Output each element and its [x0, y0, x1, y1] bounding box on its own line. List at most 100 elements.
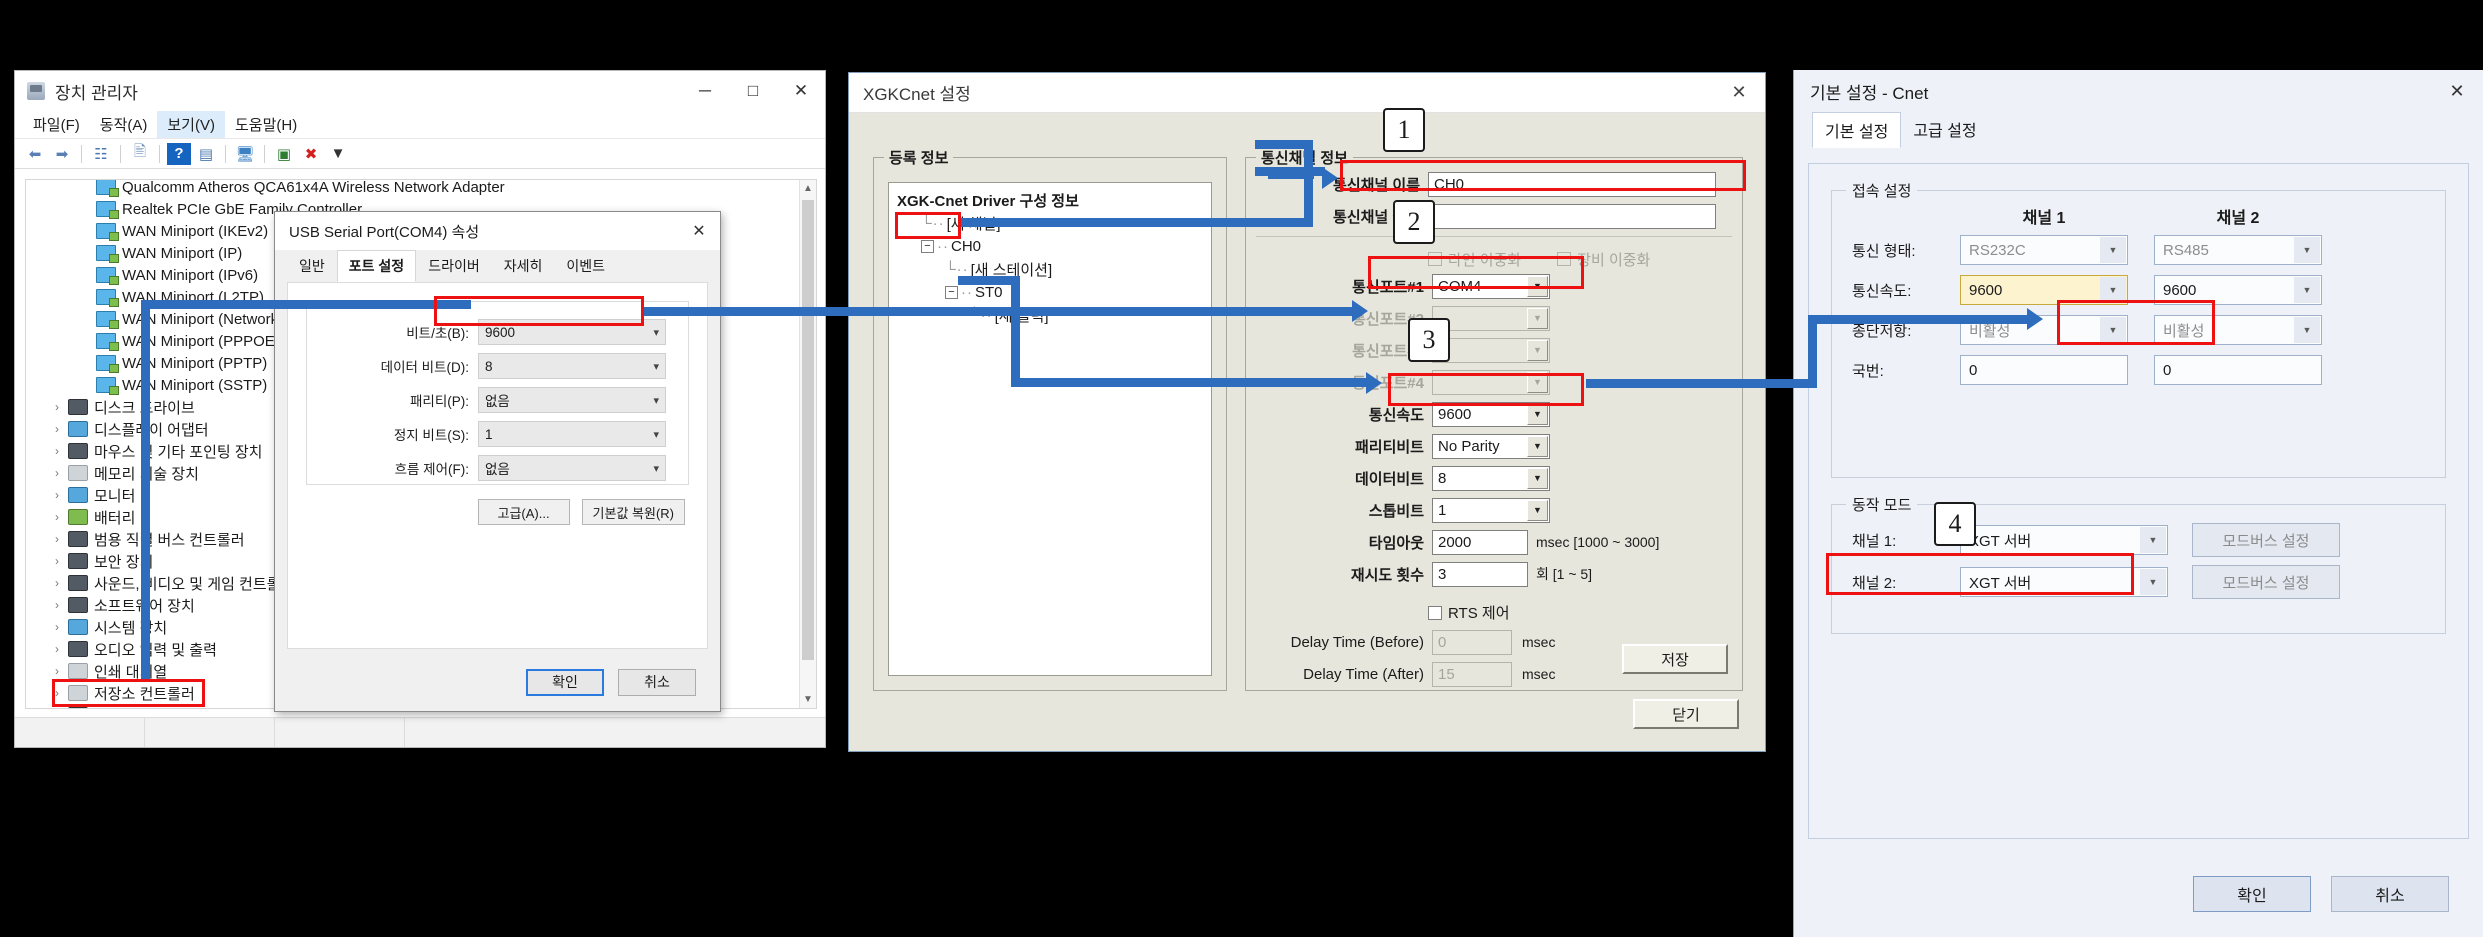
xgk-tree-row[interactable]: −··CH0 [893, 235, 1207, 258]
device-tree-row[interactable]: ›보안 장치 [26, 550, 799, 572]
device-tree-row[interactable]: ›디스플레이 어댑터 [26, 418, 799, 440]
xgk-tree-row[interactable]: └··[새 스테이션] [893, 258, 1207, 281]
save-button[interactable]: 저장 [1622, 644, 1728, 674]
parity-combo[interactable]: 없음 ▾ [478, 387, 666, 413]
xgk-config-tree[interactable]: XGK-Cnet Driver 구성 정보└··[새 채널]−··CH0└··[… [888, 182, 1212, 676]
device-tree-row[interactable]: ›배터리 [26, 506, 799, 528]
tree-twisty-icon[interactable]: › [55, 510, 59, 524]
mode-channel-1-combo[interactable]: XGT 서버 ▼ [1960, 525, 2168, 555]
device-tree-row[interactable]: ›범용 직렬 버스 컨트롤러 [26, 528, 799, 550]
monitor-icon[interactable]: 🖥 [235, 145, 255, 163]
tab-port-settings[interactable]: 포트 설정 [336, 250, 417, 282]
xgkcnet-close-icon[interactable]: ✕ [1731, 82, 1747, 102]
tree-twisty-icon[interactable]: › [55, 422, 59, 436]
line-redundancy-checkbox[interactable]: 라인 이중화 [1428, 249, 1521, 270]
restore-defaults-button[interactable]: 기본값 복원(R) [581, 499, 685, 525]
comm-speed-ch1-combo[interactable]: 9600 ▼ [1960, 275, 2128, 305]
device-tree-row[interactable]: ›카메라 [26, 704, 799, 709]
tab-advanced-settings[interactable]: 고급 설정 [1913, 123, 1977, 140]
stop-bits-combo[interactable]: 1 ▾ [478, 421, 666, 447]
device-tree-row[interactable]: ›저장소 컨트롤러 [26, 682, 799, 704]
device-tree-row[interactable]: WAN Miniport (PPTP) [26, 352, 799, 374]
tree-collapse-icon[interactable]: − [921, 240, 934, 253]
device-tree-row[interactable]: Qualcomm Atheros QCA61x4A Wireless Netwo… [26, 180, 799, 198]
tree-twisty-icon[interactable]: › [55, 664, 59, 678]
uninstall-device-icon[interactable]: ✖ [304, 145, 318, 163]
tab-basic-settings[interactable]: 기본 설정 [1812, 112, 1902, 148]
flow-control-combo[interactable]: 없음 ▾ [478, 455, 666, 481]
modbus-settings-1-button[interactable]: 모드버스 설정 [2192, 523, 2340, 557]
device-tree-row[interactable]: WAN Miniport (IKEv2) [26, 220, 799, 242]
device-tree-row[interactable]: ›마우스 및 기타 포인팅 장치 [26, 440, 799, 462]
device-tree-row[interactable]: WAN Miniport (IPv6) [26, 264, 799, 286]
update-driver-icon[interactable]: ▣ [276, 145, 292, 163]
cnet-cancel-button[interactable]: 취소 [2331, 876, 2449, 912]
tab-events[interactable]: 이벤트 [566, 258, 605, 274]
scrollbar-thumb[interactable] [802, 200, 814, 660]
tree-twisty-icon[interactable]: › [46, 708, 68, 709]
forward-arrow-icon[interactable]: ➡ [55, 145, 69, 163]
close-dialog-button[interactable]: 닫기 [1633, 699, 1739, 729]
tree-twisty-icon[interactable]: › [55, 686, 59, 700]
scan-hardware-icon[interactable]: ▤ [198, 145, 214, 163]
channel-name-input[interactable]: CH0 [1428, 171, 1716, 197]
tree-twisty-icon[interactable]: › [55, 620, 59, 634]
device-tree-row[interactable]: WAN Miniport (SSTP) [26, 374, 799, 396]
tree-twisty-icon[interactable]: › [55, 444, 59, 458]
comm-speed-ch2-combo[interactable]: 9600 ▼ [2154, 275, 2322, 305]
properties-icon[interactable]: 🖹 [133, 143, 147, 160]
device-tree-row[interactable]: WAN Miniport (IP) [26, 242, 799, 264]
console-tree-icon[interactable]: ☷ [94, 145, 108, 163]
comm-port-1-combo[interactable]: COM4 ▼ [1432, 273, 1550, 299]
download-icon[interactable]: ▼ [330, 145, 346, 162]
maximize-button[interactable]: □ [747, 81, 759, 100]
station-number-ch1-input[interactable]: 0 [1960, 355, 2128, 385]
device-tree-scrollbar[interactable]: ▲ ▼ [799, 180, 816, 708]
bits-per-second-combo[interactable]: 9600 ▾ [478, 319, 666, 345]
xgk-tree-row[interactable]: XGK-Cnet Driver 구성 정보 [893, 189, 1207, 212]
menu-view[interactable]: 보기(V) [157, 111, 225, 138]
retry-count-input[interactable]: 3 [1432, 561, 1528, 587]
cnet-close-icon[interactable]: ✕ [2449, 80, 2465, 101]
help-icon[interactable]: ? [167, 142, 191, 165]
device-tree-row[interactable]: WAN Miniport (PPPOE) [26, 330, 799, 352]
back-arrow-icon[interactable]: ⬅ [28, 145, 42, 163]
tree-twisty-icon[interactable]: › [55, 554, 59, 568]
stop-bit-combo[interactable]: 1 ▼ [1432, 497, 1550, 523]
channel-desc-input[interactable] [1428, 203, 1716, 229]
menu-help[interactable]: 도움말(H) [234, 117, 298, 134]
close-button[interactable]: ✕ [793, 81, 809, 100]
advanced-button[interactable]: 고급(A)... [477, 499, 570, 525]
device-tree-row[interactable]: ›오디오 입력 및 출력 [26, 638, 799, 660]
data-bit-combo[interactable]: 8 ▼ [1432, 465, 1550, 491]
xgk-tree-row[interactable]: −··ST0 [893, 281, 1207, 304]
rts-control-checkbox[interactable]: RTS 제어 [1428, 602, 1732, 623]
tree-twisty-icon[interactable]: › [55, 466, 59, 480]
properties-close-icon[interactable]: ✕ [692, 223, 706, 240]
menu-file[interactable]: 파일(F) [33, 117, 80, 134]
tab-general[interactable]: 일반 [299, 258, 325, 274]
tree-collapse-icon[interactable]: − [945, 286, 958, 299]
mode-channel-2-combo[interactable]: XGT 서버 ▼ [1960, 567, 2168, 597]
properties-cancel-button[interactable]: 취소 [618, 668, 696, 696]
menu-action[interactable]: 동작(A) [99, 117, 148, 134]
data-bits-combo[interactable]: 8 ▾ [478, 353, 666, 379]
modbus-settings-2-button[interactable]: 모드버스 설정 [2192, 565, 2340, 599]
scroll-down-icon[interactable]: ▼ [803, 694, 813, 705]
comm-speed-combo[interactable]: 9600 ▼ [1432, 401, 1550, 427]
cnet-ok-button[interactable]: 확인 [2193, 876, 2311, 912]
tree-twisty-icon[interactable]: › [55, 532, 59, 546]
tab-details[interactable]: 자세히 [503, 258, 543, 274]
tree-twisty-icon[interactable]: › [55, 642, 59, 656]
tree-twisty-icon[interactable]: › [55, 400, 59, 414]
scroll-up-icon[interactable]: ▲ [803, 183, 813, 194]
device-redundancy-checkbox[interactable]: 장비 이중화 [1557, 249, 1650, 270]
minimize-button[interactable]: ─ [698, 81, 712, 100]
tab-driver[interactable]: 드라이버 [428, 258, 480, 274]
tree-twisty-icon[interactable]: › [55, 598, 59, 612]
properties-ok-button[interactable]: 확인 [526, 668, 604, 696]
timeout-input[interactable]: 2000 [1432, 529, 1528, 555]
device-tree-row[interactable]: ›모니터 [26, 484, 799, 506]
station-number-ch2-input[interactable]: 0 [2154, 355, 2322, 385]
parity-bit-combo[interactable]: No Parity ▼ [1432, 433, 1550, 459]
